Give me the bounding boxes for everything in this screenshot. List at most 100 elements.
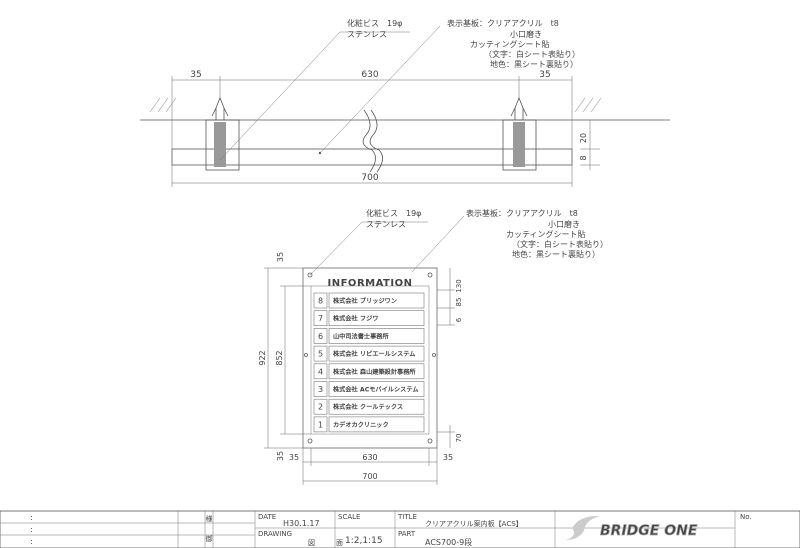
directory-row: 7 株式会社 フジワ: [313, 310, 425, 327]
logo-swoosh: [566, 515, 600, 540]
row-name: 株式会社 フジワ: [333, 315, 378, 323]
row-number-box: [313, 398, 328, 415]
row-number-box: [313, 328, 328, 344]
screw-bottom-left: [307, 438, 313, 444]
row-number-box: [313, 292, 328, 309]
row-number: 5: [318, 350, 323, 359]
date-label: DATE: [258, 513, 276, 521]
scale-value: 1:2,1:15: [345, 536, 383, 546]
dim-35-left: 35: [190, 70, 201, 80]
row-number: 3: [318, 385, 323, 394]
hatch-line: [574, 97, 586, 113]
break-symbol: [369, 109, 383, 173]
dim-70: 70: [455, 434, 463, 443]
drawing-value: 図 面: [308, 539, 343, 547]
colon-3: :: [30, 537, 33, 546]
screw-callout-line2: ステンレス: [347, 30, 387, 39]
board-leader-front: [411, 215, 465, 273]
drawing-label: DRAWING: [258, 530, 292, 538]
hatch-line: [582, 97, 594, 113]
row-name-plate: [328, 310, 425, 327]
left-standoff-screw: [214, 122, 226, 167]
front-screw-callout-line2: ステンレス: [366, 220, 406, 229]
title-value: クリアアクリル案内板【ACS】: [425, 519, 523, 528]
dim-630-front: 630: [362, 453, 377, 462]
dim-35-top: 35: [276, 252, 285, 262]
dim-852: 852: [275, 350, 284, 365]
inner-frame: [310, 285, 430, 435]
date-value: H30.1.17: [283, 519, 320, 528]
row-name-plate: [328, 292, 425, 309]
hatch-line: [149, 97, 161, 113]
row-number-box: [313, 310, 328, 327]
row-number-box: [313, 381, 328, 397]
row-name: カデオカクリニック: [333, 421, 389, 429]
dim-35-bottom: 35: [276, 451, 285, 461]
row-number: 2: [318, 403, 323, 412]
row-number: 6: [318, 332, 323, 341]
hatch-line: [590, 97, 602, 113]
board-callout-line1: 表示基板：クリアアクリル t8: [447, 18, 559, 28]
row-number: 4: [318, 367, 323, 376]
dim-35-br: 35: [443, 453, 453, 462]
dim-922: 922: [258, 350, 267, 365]
left-anchor: [211, 96, 229, 120]
screw-leader: [219, 31, 341, 161]
title-label: TITLE: [397, 513, 417, 521]
front-board-callout-line2: 小口磨き: [548, 219, 580, 229]
dim-35-bl: 35: [289, 453, 299, 462]
directory-row: 6 山中司法書士事務所: [313, 328, 425, 344]
left-standoff-housing: [205, 119, 240, 171]
hatch-line: [165, 97, 177, 113]
row-number: 8: [318, 297, 323, 306]
row-name: 株式会社 リビエールシステム: [333, 350, 415, 358]
row-name: 山中司法書士事務所: [333, 332, 389, 340]
information-heading: INFORMATION: [328, 278, 413, 289]
no-label: No.: [740, 513, 752, 521]
dim-35-right: 35: [539, 70, 550, 80]
board-callout-line3: カッティングシート貼: [470, 39, 550, 49]
right-standoff-housing: [502, 119, 537, 171]
board-callout-line4: （文字：白シート表貼り）: [484, 49, 580, 59]
front-board-callout-line1: 表示基板：クリアアクリル t8: [466, 208, 578, 218]
row-name: 株式会社 クールテックス: [333, 403, 403, 411]
hatch-line: [157, 97, 169, 113]
top-view: 35 630 35 700 20 8 化粧ビス 19φ ステンレス 表示基板：ク…: [140, 18, 670, 187]
directory-rows: 8 株式会社 ブリッジワン 7 株式会社 フジワ 6 山中司法書士事務所 5 株式会社 リビエ…: [313, 292, 425, 433]
colon-2: :: [30, 525, 33, 534]
side-hole-left: [304, 353, 308, 357]
right-anchor: [510, 96, 528, 120]
dim-700: 700: [361, 173, 378, 183]
side-hole-right: [432, 353, 436, 357]
board-leader: [319, 25, 441, 154]
directory-row: 2 株式会社 クールテックス: [313, 398, 425, 415]
row-number-box: [313, 345, 328, 362]
row-number-box: [313, 416, 328, 433]
row-number: 7: [318, 314, 323, 323]
board-callout-line2: 小口磨き: [510, 29, 542, 39]
screw-callout-line1: 化粧ビス 19φ: [347, 18, 402, 28]
row-name-plate: [328, 381, 425, 397]
row-name: 株式会社 ブリッジワン: [333, 297, 397, 305]
front-view: INFORMATION 8 株式会社 ブリッジワン 7 株式会社 フジワ 6 山中司法書士…: [258, 208, 608, 485]
row-name-plate: [328, 328, 425, 344]
scale-label: SCALE: [338, 513, 360, 521]
dim-630: 630: [361, 70, 378, 80]
right-standoff-screw: [513, 122, 525, 167]
mark-sama: 様: [206, 514, 213, 523]
screw-leader-front: [309, 221, 363, 276]
front-board-callout-line4: （文字：白シート表貼り）: [512, 239, 608, 249]
title-block-frame: [0, 510, 800, 548]
row-number-box: [313, 363, 328, 380]
acrylic-board-section: [171, 148, 573, 166]
row-name-plate: [328, 398, 425, 415]
break-symbol: [362, 109, 376, 173]
front-board-callout-line3: カッティングシート貼: [506, 229, 586, 239]
dim-130: 130: [455, 279, 463, 292]
colon-1: :: [30, 513, 33, 522]
dim-700-front: 700: [362, 472, 377, 481]
board-callout-line5: 地色：黒シート裏貼り）: [490, 59, 578, 69]
screw-top-left: [307, 272, 313, 278]
